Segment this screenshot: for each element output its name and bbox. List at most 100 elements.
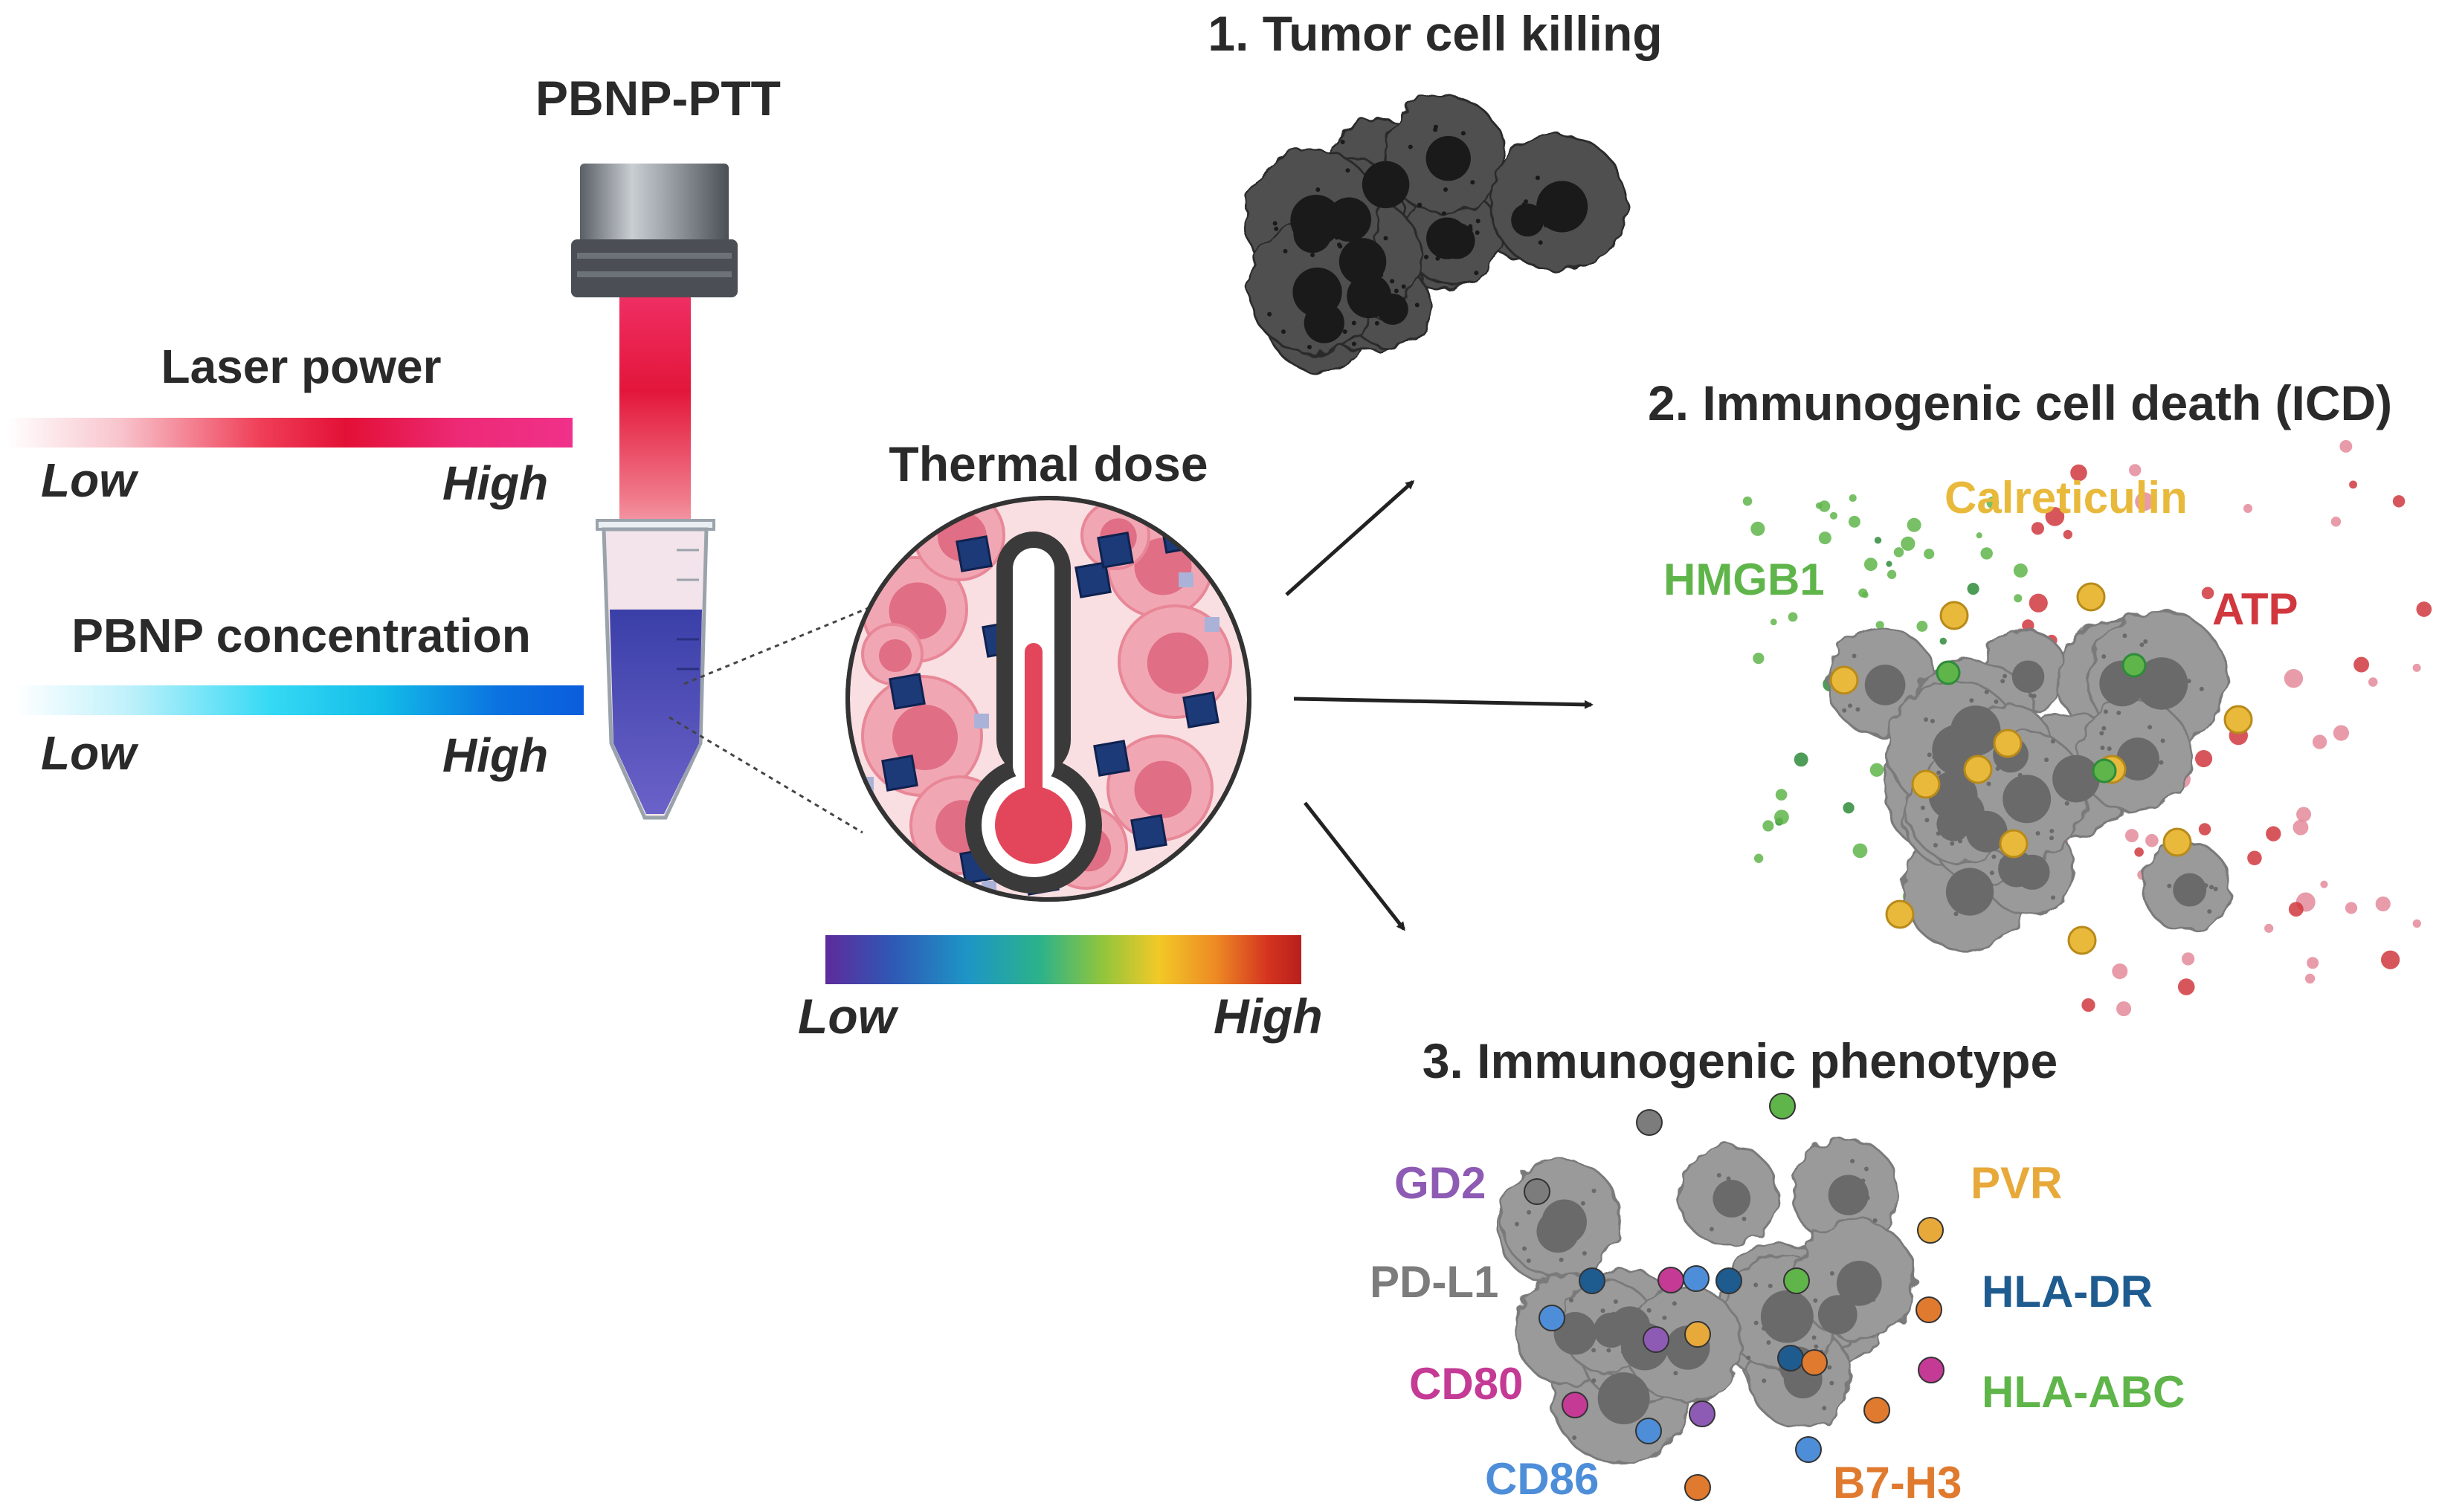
- cell-speckle: [1994, 699, 1999, 704]
- cell-speckle: [1336, 202, 1341, 207]
- surface-marker: [1795, 1436, 1822, 1463]
- cell-speckle: [1968, 815, 1974, 820]
- cell-speckle: [1827, 1365, 1832, 1370]
- atp-particle: [2243, 503, 2253, 514]
- hmgb1-particle: [1901, 536, 1916, 551]
- calreticulin-marker: [1829, 665, 1859, 695]
- thermal-dose-title: Thermal dose: [889, 436, 1208, 491]
- cell-speckle: [1955, 774, 1960, 779]
- cell-speckle: [2061, 765, 2066, 770]
- tissue-cell-nucleus: [879, 639, 912, 672]
- hmgb1-particle: [1939, 637, 1947, 645]
- atp-particle: [2293, 819, 2309, 836]
- cell-speckle: [1958, 839, 1963, 844]
- hmgb1-particle: [1893, 547, 1904, 558]
- cell-speckle: [1337, 285, 1342, 290]
- calreticulin-marker: [2076, 582, 2106, 612]
- cell-speckle: [1824, 1300, 1829, 1305]
- hmgb1-particle: [1869, 763, 1884, 777]
- cd86-label: CD86: [1485, 1454, 1599, 1504]
- cell-speckle: [1831, 1300, 1837, 1305]
- hmgb1-particle: [1742, 496, 1753, 506]
- cell-speckle: [1307, 344, 1312, 349]
- cell-speckle: [1370, 255, 1375, 260]
- cell-speckle: [2021, 661, 2026, 666]
- cell-speckle: [1559, 1257, 1564, 1262]
- atp-particle: [2339, 440, 2353, 453]
- hmgb1-particle: [1750, 521, 1765, 536]
- cell-speckle: [2203, 883, 2208, 888]
- cell-speckle: [1524, 199, 1529, 204]
- cell-speckle: [2017, 772, 2023, 778]
- hmgb1-particle: [1907, 517, 1921, 532]
- cell-speckle: [1572, 1435, 1577, 1440]
- cell-speckle: [1619, 1376, 1624, 1381]
- cell-speckle: [2029, 693, 2034, 698]
- cell-speckle: [1813, 1298, 1818, 1303]
- cell-speckle: [1550, 223, 1556, 228]
- cell-speckle: [2209, 885, 2214, 890]
- hmgb1-particle: [1849, 494, 1857, 503]
- cell-speckle: [1852, 653, 1857, 659]
- tumor-cell-nucleus: [1438, 222, 1475, 259]
- cell-speckle: [1336, 242, 1341, 248]
- cell-speckle: [1433, 124, 1438, 129]
- cell-speckle: [1984, 689, 1989, 694]
- surface-marker: [1863, 1397, 1890, 1424]
- pbnp-nanoparticle: [881, 755, 918, 792]
- cell-speckle: [2050, 895, 2055, 900]
- concentration-label: PBNP concentration: [71, 609, 531, 662]
- killing-title: 1. Tumor cell killing: [1208, 6, 1662, 61]
- sample-tube: [596, 519, 715, 820]
- cell-speckle: [2000, 679, 2005, 684]
- cell-speckle: [1936, 770, 1942, 775]
- cell-speckle: [2017, 880, 2023, 885]
- cell-speckle: [1600, 1308, 1605, 1314]
- cell-speckle: [1814, 1344, 1819, 1349]
- pbnp-nanoparticle: [956, 535, 993, 572]
- cell-speckle: [1634, 1312, 1640, 1317]
- gd2-label: GD2: [1394, 1158, 1486, 1208]
- tumor-cell-nucleus: [1425, 135, 1471, 181]
- cell-speckle: [1936, 831, 1941, 836]
- tumor-cell-nucleus: [1338, 238, 1387, 285]
- hmgb1-particle: [1753, 652, 1765, 665]
- atp-particle: [2412, 919, 2421, 928]
- cell-speckle: [1646, 1308, 1652, 1313]
- surface-marker: [1636, 1109, 1663, 1136]
- hmgb1-particle: [2014, 594, 2023, 603]
- concentration-high: High: [442, 728, 548, 782]
- tissue-cell-nucleus: [892, 705, 958, 770]
- cell-speckle: [1475, 219, 1481, 224]
- pbnp-small: [1179, 572, 1193, 587]
- surface-marker: [1635, 1418, 1662, 1444]
- concentration-gradient-bar: [15, 685, 584, 715]
- atp-particle: [2116, 1001, 2132, 1016]
- cell-speckle: [1995, 766, 2000, 771]
- cell-speckle: [1548, 201, 1553, 207]
- cell-speckle: [1716, 1173, 1721, 1178]
- cell-speckle: [1694, 1363, 1699, 1368]
- cell-speckle: [1753, 1320, 1759, 1325]
- surface-marker: [1657, 1267, 1684, 1293]
- cell-speckle: [1762, 1378, 1767, 1383]
- cell-speckle: [1842, 708, 1847, 713]
- cell-speckle: [1574, 1343, 1579, 1348]
- cell-speckle: [1443, 187, 1449, 193]
- cell-speckle: [1547, 1222, 1552, 1227]
- surface-marker: [1684, 1474, 1711, 1501]
- cell-speckle: [1351, 341, 1356, 346]
- cell-speckle: [1574, 206, 1579, 211]
- atp-particle: [2368, 677, 2378, 687]
- atp-particle: [2045, 507, 2065, 526]
- cell-speckle: [2035, 830, 2040, 836]
- atp-particle: [2380, 950, 2400, 969]
- calreticulin-marker: [2223, 705, 2253, 734]
- cell-speckle: [1986, 781, 1991, 786]
- cell-speckle: [1662, 1315, 1667, 1320]
- tissue-cell-nucleus: [1134, 537, 1192, 595]
- cell-speckle: [1727, 1207, 1732, 1212]
- cell-speckle: [1460, 131, 1466, 136]
- cell-speckle: [1871, 1297, 1876, 1302]
- hmgb1-particle: [1773, 810, 1789, 825]
